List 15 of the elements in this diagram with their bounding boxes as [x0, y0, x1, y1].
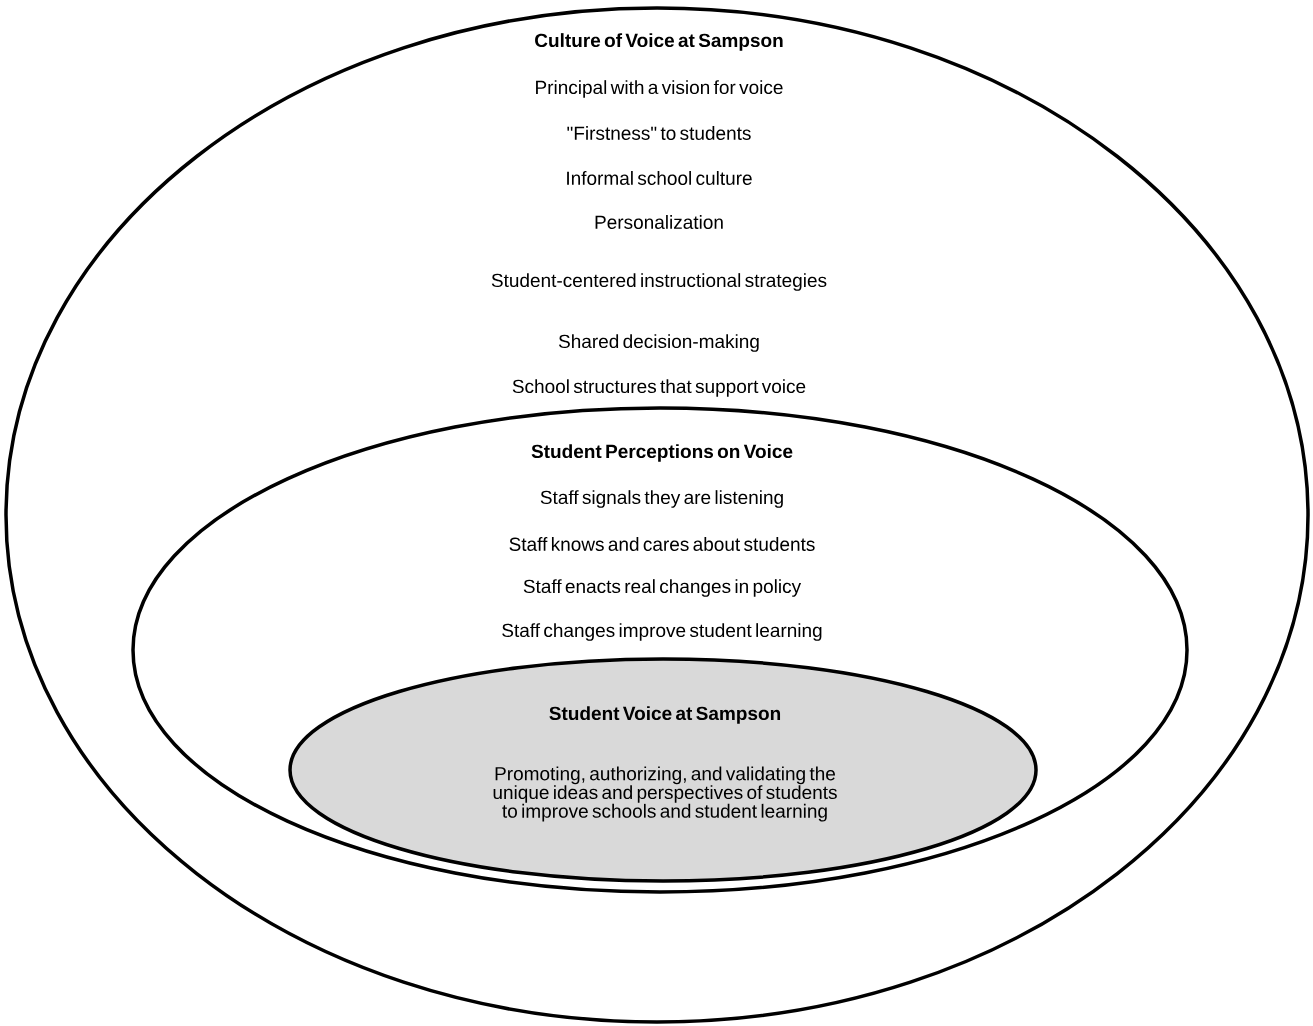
heading: Student Perceptions on Voice [531, 444, 793, 462]
heading: Culture of Voice at Sampson [535, 33, 783, 51]
list-item: "Firstness" to students [567, 126, 751, 140]
list-item: Shared decision-making [558, 334, 759, 352]
list-item: Informal school culture [567, 171, 752, 185]
list-item: Personalization [595, 215, 723, 229]
list-item: Student-centered instructional strategies [491, 273, 827, 291]
list-item: Staff enacts real changes in policy [523, 579, 802, 597]
heading: Student Voice at Sampson [549, 706, 781, 724]
list-item: Staff signals they are listening [540, 490, 783, 508]
list-item: Staff knows and cares about students [509, 537, 815, 551]
list-item: Principal with a vision for voice [536, 80, 783, 98]
list-item: School structures that support voice [512, 379, 806, 397]
list-item: Staff changes improve student learning [502, 623, 822, 641]
description: Promoting, authorizing, and validating the unique ideas and perspectives of students to improve schools and student learning [493, 766, 837, 822]
